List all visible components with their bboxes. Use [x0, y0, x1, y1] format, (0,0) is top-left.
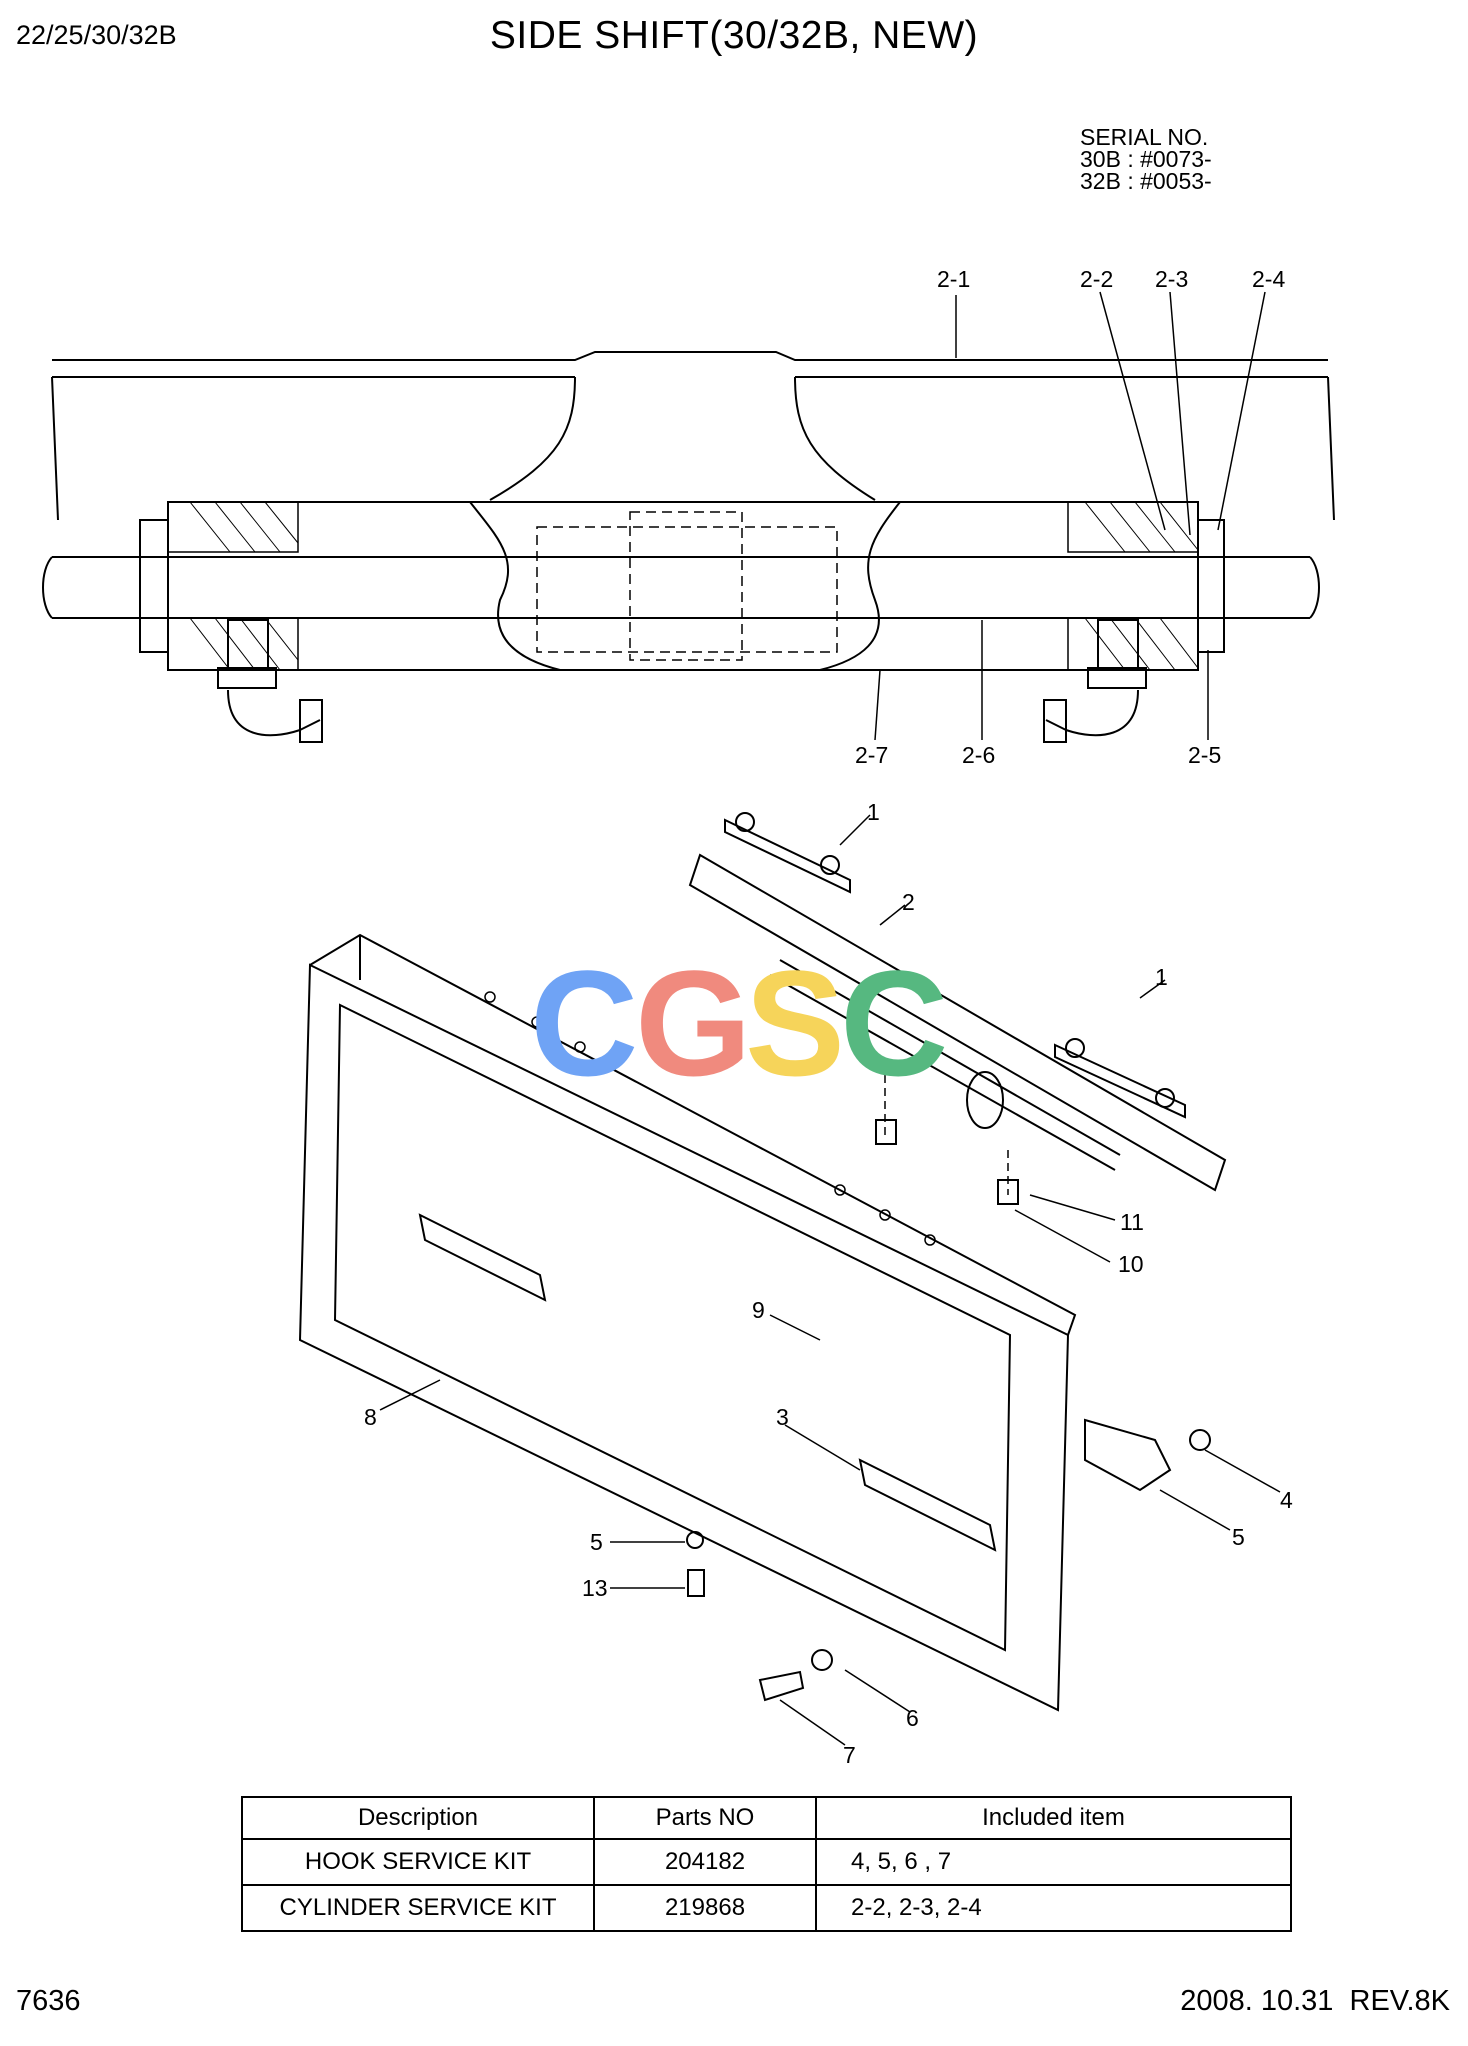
page-title: SIDE SHIFT(30/32B, NEW) [489, 14, 979, 57]
serial-line-32b: 32B : #0053- [1080, 168, 1212, 194]
callout-9: 9 [752, 1297, 765, 1323]
service-kit-table: Description Parts NO Included item HOOK … [241, 1796, 1292, 1932]
row-included-item: 4, 5, 6 , 7 [815, 1838, 1292, 1886]
watermark-letter-s: S [745, 955, 845, 1095]
callout-2-4: 2-4 [1252, 266, 1285, 292]
callout-7: 7 [843, 1742, 856, 1768]
cgsc-watermark: C G S C [530, 955, 948, 1095]
page-number: 7636 [16, 1985, 81, 2017]
callout-2-2: 2-2 [1080, 266, 1113, 292]
table-row: CYLINDER SERVICE KIT 219868 2-2, 2-3, 2-… [241, 1884, 1292, 1932]
callout-1-top: 1 [867, 799, 880, 825]
callout-6: 6 [906, 1705, 919, 1731]
watermark-letter-g: G [635, 955, 752, 1095]
col-parts-no: Parts NO [593, 1796, 817, 1840]
row-description: HOOK SERVICE KIT [241, 1838, 595, 1886]
callout-2-7: 2-7 [855, 742, 888, 768]
side-shift-assembly-drawing: 1 2 1 11 10 9 8 3 4 5 5 13 6 7 [298, 799, 1293, 1768]
callout-2-1: 2-1 [937, 266, 970, 292]
watermark-letter-c1: C [530, 955, 638, 1095]
row-description: CYLINDER SERVICE KIT [241, 1884, 595, 1932]
model-codes: 22/25/30/32B [16, 20, 177, 50]
col-description: Description [241, 1796, 595, 1840]
callout-8: 8 [364, 1404, 377, 1430]
callout-13: 13 [582, 1575, 608, 1601]
callout-2-6: 2-6 [962, 742, 995, 768]
watermark-letter-c2: C [840, 955, 948, 1095]
serial-number-block: SERIAL NO. 30B : #0073- 32B : #0053- [1080, 124, 1212, 194]
callout-4: 4 [1280, 1487, 1293, 1513]
table-row: HOOK SERVICE KIT 204182 4, 5, 6 , 7 [241, 1838, 1292, 1886]
callout-5-right: 5 [1232, 1524, 1245, 1550]
callout-11: 11 [1120, 1209, 1144, 1235]
callout-3: 3 [776, 1404, 789, 1430]
callout-5-left: 5 [590, 1529, 603, 1555]
date-revision: 2008. 10.31 REV.8K [1180, 1985, 1450, 2017]
row-parts-no: 219868 [593, 1884, 817, 1932]
col-included-item: Included item [815, 1796, 1292, 1840]
serial-line-30b: 30B : #0073- [1080, 146, 1212, 172]
callout-2: 2 [902, 889, 915, 915]
callout-2-5: 2-5 [1188, 742, 1221, 768]
callout-10: 10 [1118, 1251, 1144, 1277]
table-header-row: Description Parts NO Included item [241, 1796, 1292, 1840]
callout-1-right: 1 [1155, 964, 1168, 990]
row-included-item: 2-2, 2-3, 2-4 [815, 1884, 1292, 1932]
cylinder-section-drawing: 2-1 2-2 2-3 2-4 2-5 2-6 2-7 [42, 266, 1335, 768]
row-parts-no: 204182 [593, 1838, 817, 1886]
callout-2-3: 2-3 [1155, 266, 1188, 292]
serial-heading: SERIAL NO. [1080, 124, 1209, 150]
